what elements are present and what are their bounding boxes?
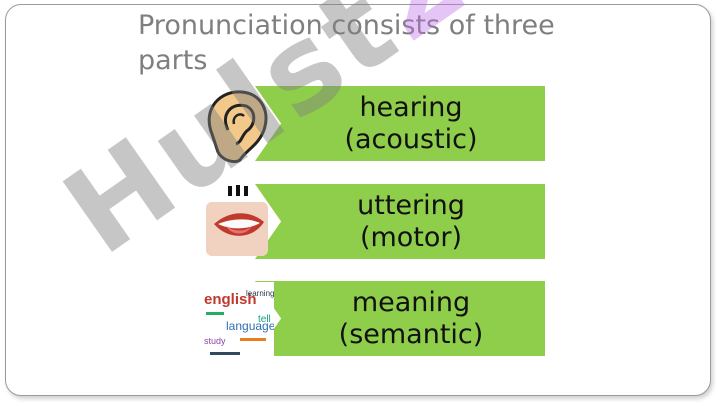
word-cloud-label: language [226, 319, 274, 333]
item-box-hearing: hearing (acoustic) [255, 86, 545, 161]
item-line1: uttering [357, 189, 465, 221]
word-cloud-icon: english learning language tell study [200, 282, 276, 362]
word-cloud-label: learning [246, 289, 274, 298]
ear-icon [200, 84, 274, 164]
item-box-meaning: meaning (semantic) [255, 281, 545, 356]
item-box-uttering: uttering (motor) [255, 184, 545, 259]
item-line2: (motor) [359, 221, 463, 253]
mouth-icon [200, 180, 274, 260]
word-cloud-label: study [204, 336, 226, 346]
item-line2: (semantic) [338, 318, 484, 350]
word-cloud-label: tell [258, 314, 271, 325]
item-line2: (acoustic) [344, 123, 478, 155]
slide-title: Pronunciation consists of three parts [138, 10, 555, 76]
item-line1: hearing [359, 91, 463, 123]
word-cloud-label: english [204, 291, 257, 308]
item-line1: meaning [351, 286, 471, 318]
